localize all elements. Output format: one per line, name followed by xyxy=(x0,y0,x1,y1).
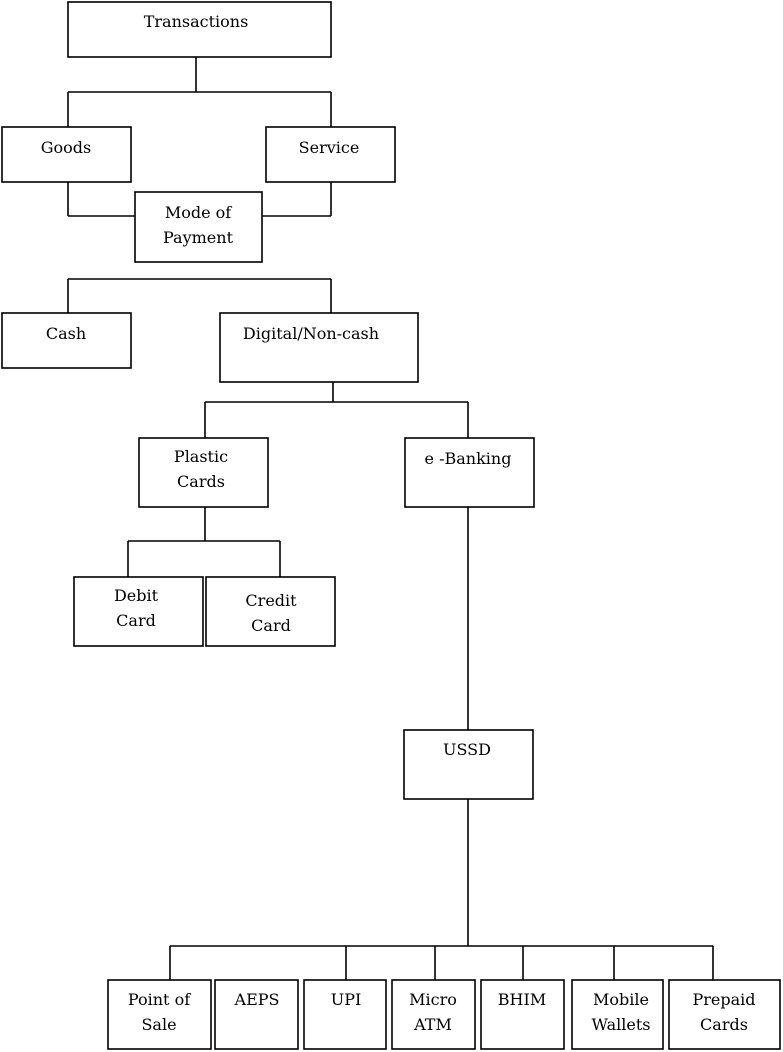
node-digital-non-cash: Digital/Non-cash xyxy=(219,312,419,383)
node-box xyxy=(404,437,535,508)
node-box xyxy=(403,729,534,800)
node-box xyxy=(265,126,396,183)
node-cash: Cash xyxy=(1,312,132,369)
connector-lines xyxy=(67,57,714,980)
node-label: USSD xyxy=(443,740,491,759)
node-box xyxy=(134,191,263,263)
node-box xyxy=(214,979,299,1050)
node-label: ATM xyxy=(413,1015,452,1034)
node-label: Wallets xyxy=(592,1015,651,1034)
node-label: AEPS xyxy=(234,990,280,1009)
node-label: Point of xyxy=(128,990,191,1009)
node-transactions: Transactions xyxy=(67,1,332,58)
node-box xyxy=(571,979,664,1050)
node-box xyxy=(668,979,781,1050)
node-point-of-sale: Point of Sale xyxy=(107,979,212,1050)
node-aeps: AEPS xyxy=(214,979,299,1050)
node-box xyxy=(107,979,212,1050)
node-bhim: BHIM xyxy=(480,979,565,1050)
node-ussd: USSD xyxy=(403,729,534,800)
node-label: UPI xyxy=(331,990,362,1009)
node-box xyxy=(67,1,332,58)
node-label: Digital/Non-cash xyxy=(243,324,379,343)
node-goods: Goods xyxy=(1,126,132,183)
node-label: Credit xyxy=(245,591,297,610)
node-label: Goods xyxy=(41,138,92,157)
node-label: Card xyxy=(116,611,156,630)
node-label: Service xyxy=(299,138,360,157)
node-box xyxy=(138,437,269,508)
node-label: Sale xyxy=(141,1015,176,1034)
node-e-banking: e -Banking xyxy=(404,437,535,508)
node-box xyxy=(1,126,132,183)
node-label: Mobile xyxy=(593,990,649,1009)
node-mode-of-payment: Mode of Payment xyxy=(134,191,263,263)
node-box xyxy=(73,576,204,647)
node-service: Service xyxy=(265,126,396,183)
node-box xyxy=(1,312,132,369)
node-label: Cards xyxy=(177,472,225,491)
node-box xyxy=(219,312,419,383)
node-label: Mode of xyxy=(165,203,232,222)
node-box xyxy=(480,979,565,1050)
node-label: BHIM xyxy=(498,990,546,1009)
node-label: Prepaid xyxy=(692,990,755,1009)
node-label: Transactions xyxy=(144,12,249,31)
node-label: Cash xyxy=(46,324,86,343)
node-box xyxy=(303,979,387,1050)
node-label: Card xyxy=(251,616,291,635)
node-label: Payment xyxy=(163,228,234,247)
node-box xyxy=(205,576,336,647)
node-box xyxy=(391,979,476,1050)
node-label: Micro xyxy=(409,990,457,1009)
node-label: e -Banking xyxy=(425,449,512,468)
node-label: Plastic xyxy=(174,447,228,466)
node-upi: UPI xyxy=(303,979,387,1050)
node-label: Debit xyxy=(114,586,159,605)
node-label: Cards xyxy=(700,1015,748,1034)
